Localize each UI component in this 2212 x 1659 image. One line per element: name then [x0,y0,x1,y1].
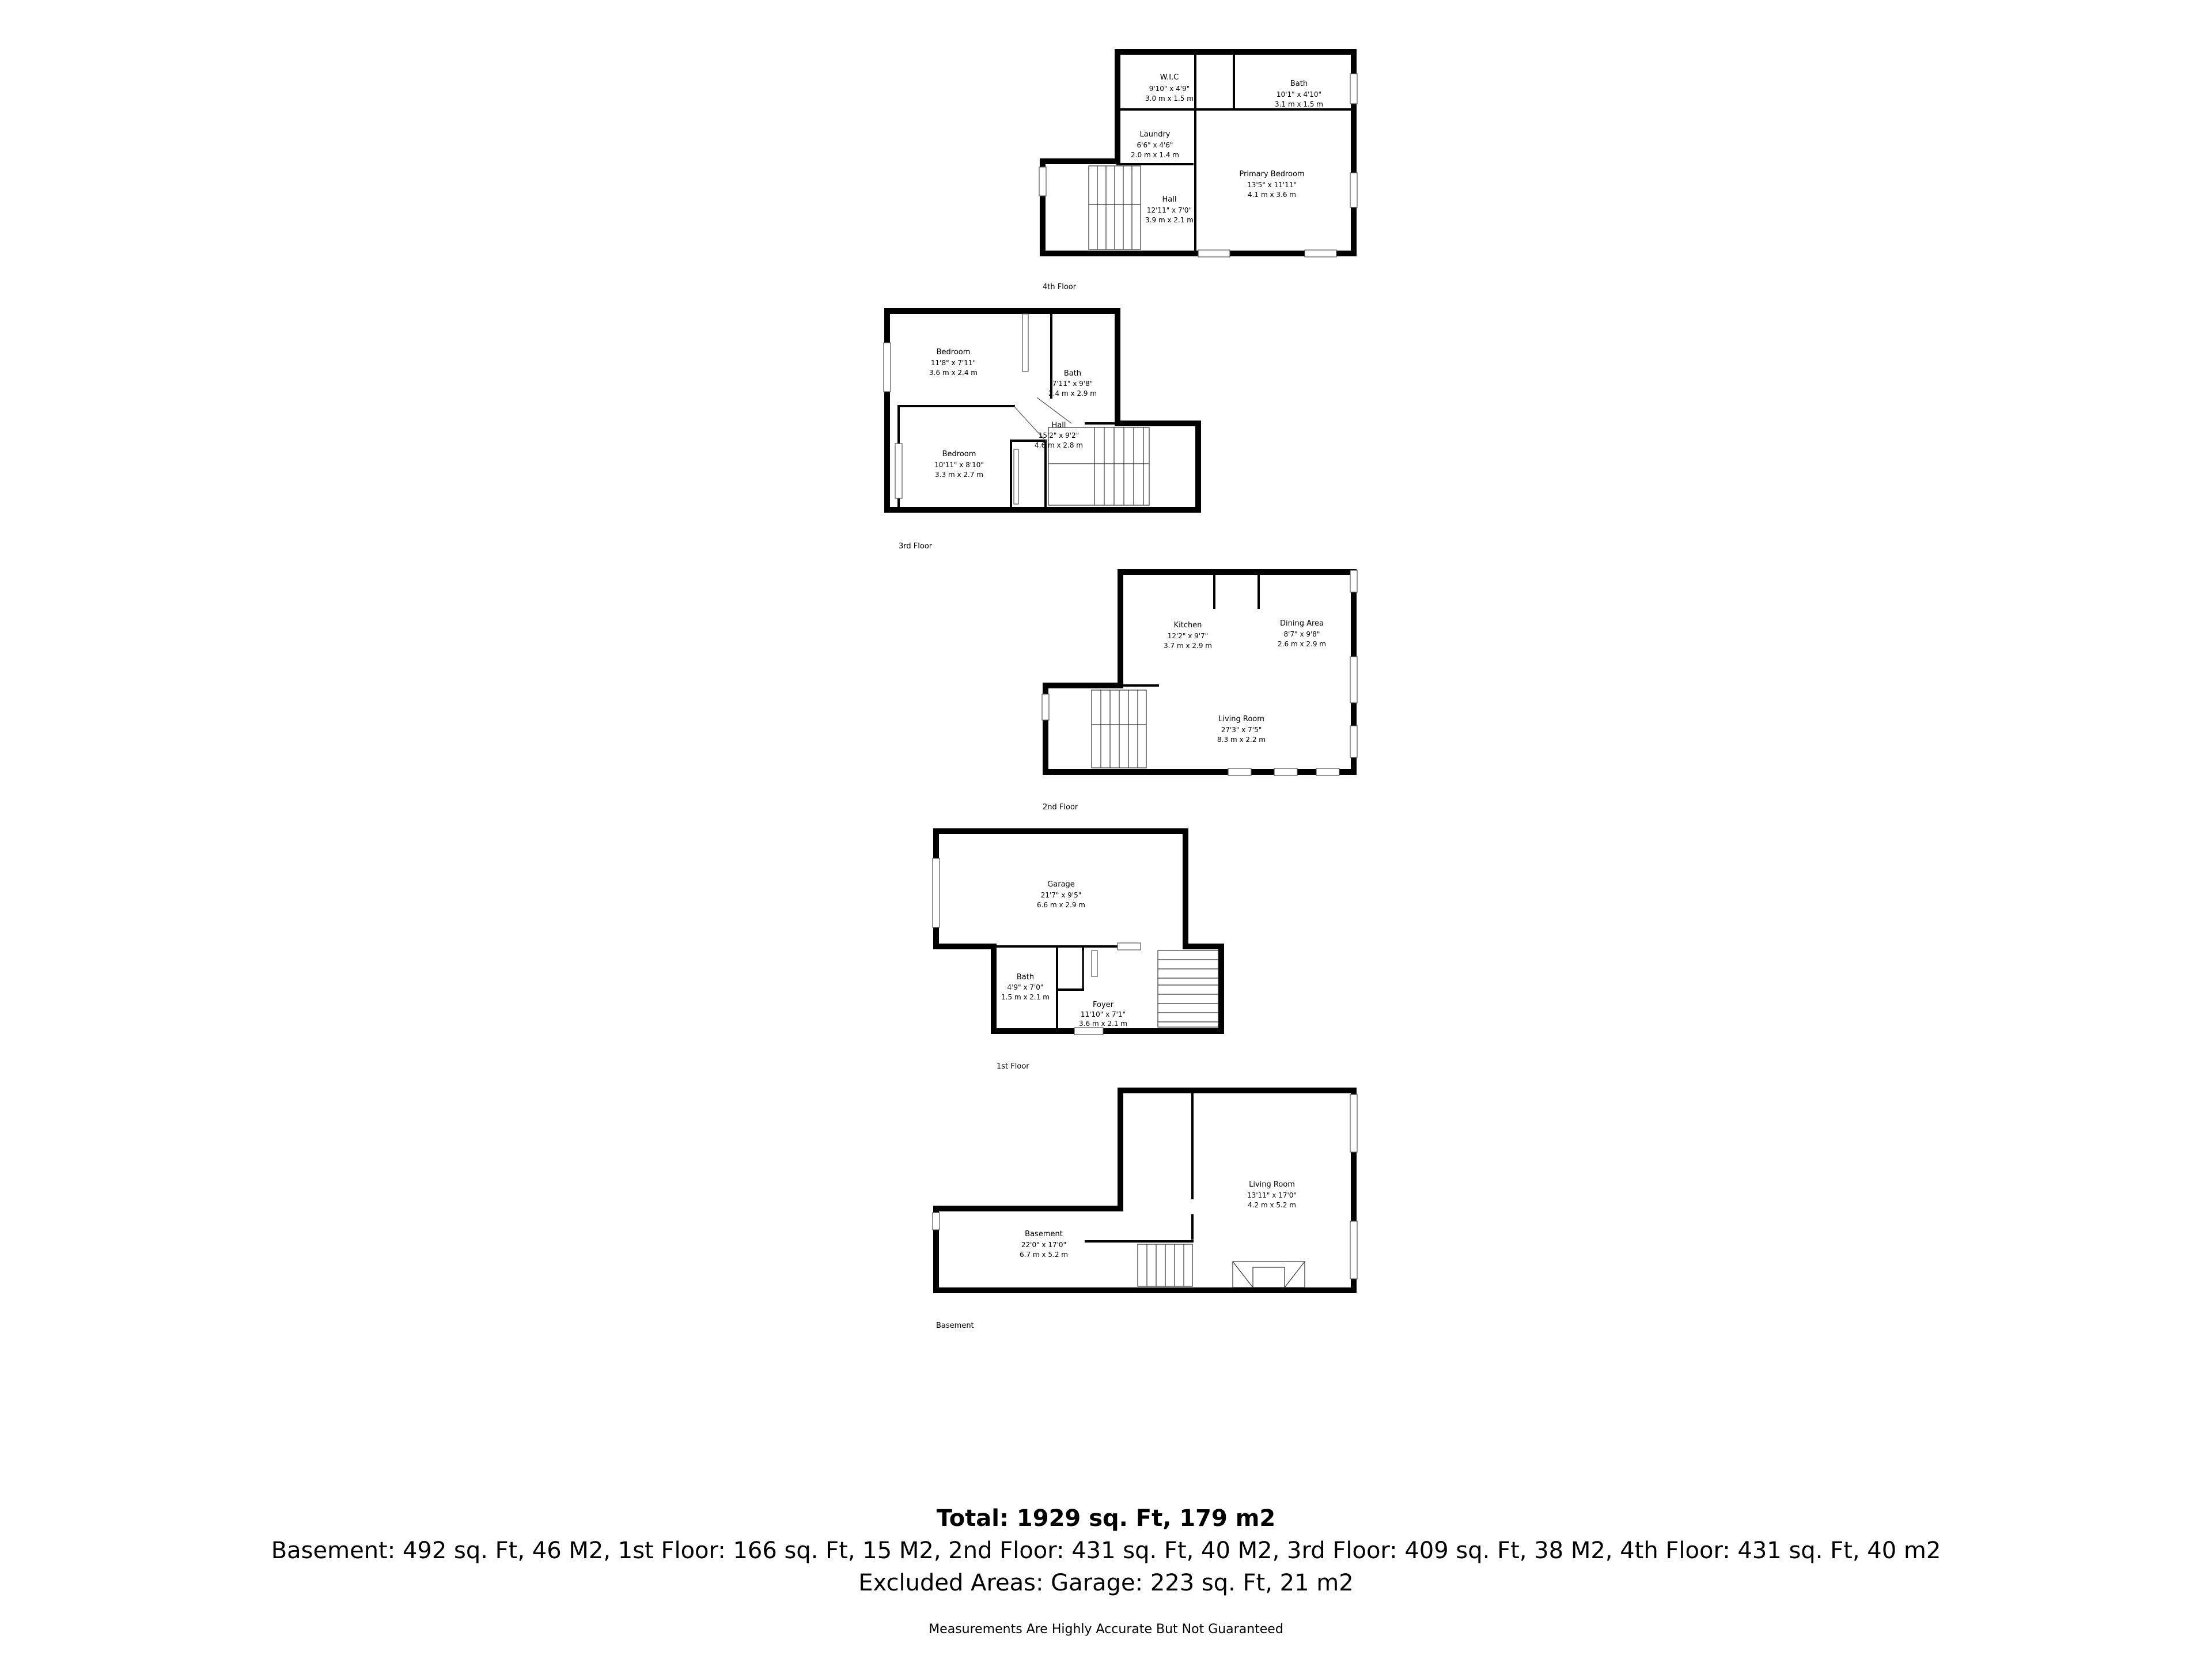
room-dimension-imperial: 12'2" x 9'7" [1168,632,1209,640]
room-name: Foyer [1093,1001,1114,1009]
floor-3rd: Bedroom 11'8" x 7'11" 3.6 m x 2.4 m Bath… [883,308,1201,551]
floor-label: 3rd Floor [899,542,933,551]
room-name: Basement [1025,1230,1063,1238]
room-dimension-imperial: 10'1" x 4'10" [1277,90,1321,99]
room-dimension-metric: 1.5 m x 2.1 m [1001,993,1050,1001]
floor-label: 2nd Floor [1043,803,1078,812]
room-name: Bath [1064,369,1081,378]
room-dimension-metric: 3.1 m x 1.5 m [1275,100,1323,108]
floor-1st: Garage 21'7" x 9'5" 6.6 m x 2.9 m Bath 4… [932,828,1224,1071]
floor-3rd-outer-wall [884,308,1201,513]
room-dimension-metric: 3.0 m x 1.5 m [1145,94,1194,103]
measurement-disclaimer: Measurements Are Highly Accurate But Not… [929,1622,1283,1637]
area-summary: Total: 1929 sq. Ft, 179 m2 Basement: 492… [0,1502,2212,1638]
room-dimension-imperial: 7'11" x 9'8" [1052,380,1093,388]
floor-label: 1st Floor [997,1062,1029,1071]
room-dimension-metric: 3.6 m x 2.4 m [929,369,978,377]
room-dimension-metric: 3.3 m x 2.7 m [935,471,983,479]
room-dimension-metric: 2.6 m x 2.9 m [1278,640,1326,648]
room-dimension-imperial: 27'3" x 7'5" [1221,726,1262,734]
room-dimension-imperial: 6'6" x 4'6" [1137,141,1173,149]
room-name: Garage [1047,880,1075,889]
room-dimension-metric: 6.7 m x 5.2 m [1020,1251,1068,1259]
floor-basement: Living Room 13'11" x 17'0" 4.2 m x 5.2 m… [932,1088,1358,1330]
room-dimension-metric: 3.9 m x 2.1 m [1145,216,1194,224]
room-dimension-metric: 8.3 m x 2.2 m [1217,736,1266,744]
room-name: Laundry [1140,130,1171,139]
room-name: Bath [1017,973,1034,982]
room-name: Hall [1052,421,1066,430]
room-dimension-imperial: 13'5" x 11'11" [1247,181,1297,189]
room-dimension-metric: 3.6 m x 2.1 m [1079,1020,1127,1028]
room-name: Bedroom [937,348,971,357]
room-dimension-metric: 4.6 m x 2.8 m [1035,441,1083,449]
room-dimension-metric: 3.7 m x 2.9 m [1164,642,1212,650]
floor-4th-stairs [1088,165,1141,250]
room-name: Bedroom [942,450,976,459]
room-dimension-imperial: 4'9" x 7'0" [1007,983,1044,991]
room-dimension-imperial: 9'10" x 4'9" [1149,85,1190,93]
room-name: W.I.C [1160,73,1179,82]
room-dimension-imperial: 11'10" x 7'1" [1081,1010,1126,1018]
room-dimension-metric: 2.0 m x 1.4 m [1131,151,1179,159]
room-dimension-imperial: 15'2" x 9'2" [1039,431,1080,440]
room-name: Living Room [1249,1180,1295,1189]
room-name: Primary Bedroom [1239,170,1304,179]
room-name: Dining Area [1280,619,1324,628]
room-dimension-imperial: 11'8" x 7'11" [931,359,976,367]
room-name: Hall [1162,195,1177,204]
floor-4th: W.I.C 9'10" x 4'9" 3.0 m x 1.5 m Bath 10… [1039,49,1358,291]
room-name: Living Room [1218,715,1264,724]
floor-2nd-stairs [1091,690,1147,768]
floor-1st-outer-wall [933,828,1224,1034]
room-dimension-metric: 2.4 m x 2.9 m [1048,389,1097,397]
floor-3rd-stairs [1048,427,1150,506]
fireplace-icon [1232,1261,1305,1288]
room-dimension-imperial: 12'11" x 7'0" [1147,206,1192,214]
floor-label: 4th Floor [1043,283,1077,291]
floor-1st-stairs [1157,950,1219,1028]
room-dimension-metric: 4.2 m x 5.2 m [1248,1201,1296,1209]
room-dimension-metric: 6.6 m x 2.9 m [1037,901,1085,909]
room-dimension-imperial: 22'0" x 17'0" [1021,1241,1066,1249]
floor-2nd: Kitchen 12'2" x 9'7" 3.7 m x 2.9 m Dinin… [1041,569,1358,812]
excluded-areas: Excluded Areas: Garage: 223 sq. Ft, 21 m… [858,1570,1354,1596]
floor-label: Basement [936,1321,974,1330]
room-name: Bath [1290,79,1308,88]
floor-area-breakdown: Basement: 492 sq. Ft, 46 M2, 1st Floor: … [271,1537,1941,1564]
room-dimension-imperial: 13'11" x 17'0" [1247,1191,1297,1199]
room-name: Kitchen [1174,621,1202,630]
total-area: Total: 1929 sq. Ft, 179 m2 [936,1505,1276,1532]
room-dimension-imperial: 8'7" x 9'8" [1284,630,1320,638]
room-dimension-imperial: 10'11" x 8'10" [934,461,984,469]
room-dimension-metric: 4.1 m x 3.6 m [1248,191,1296,199]
floor-basement-stairs [1137,1244,1193,1287]
floor-basement-outer-wall [933,1088,1357,1293]
room-dimension-imperial: 21'7" x 9'5" [1041,891,1082,899]
